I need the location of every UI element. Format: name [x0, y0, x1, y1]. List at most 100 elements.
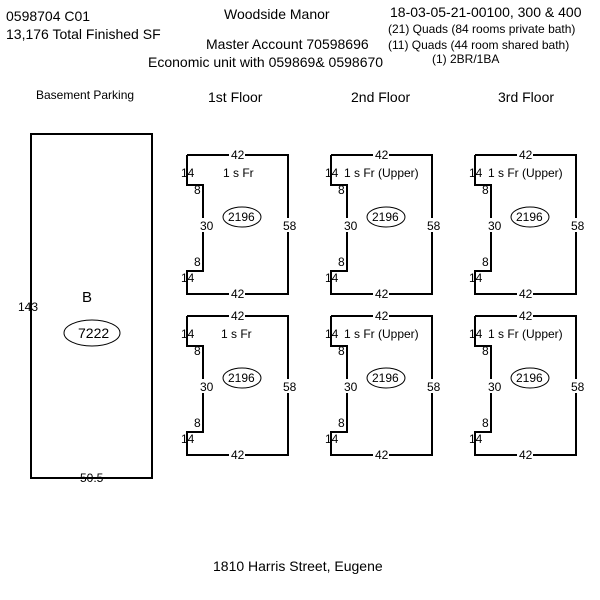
- floor1_bottom-notch-upper-dim: 8: [194, 344, 201, 358]
- floor2_bottom-top-dim: 42: [375, 309, 389, 323]
- floor3_top-top-dim-bg: [517, 149, 533, 161]
- floor1_top-notch-upper-dim: 8: [194, 183, 201, 197]
- floor3_top-area-ellipse: [510, 206, 550, 228]
- floor3_bottom-notch-upper-dim: 8: [482, 344, 489, 358]
- floor3_top-notch-upper-dim: 8: [482, 183, 489, 197]
- floor1_top-right-dim: 58: [283, 219, 297, 233]
- floor3_top-left-upper-dim: 14: [469, 166, 483, 180]
- floor1_bottom-outline: [186, 315, 289, 456]
- floor2_bottom-left-upper-dim: 14: [325, 327, 339, 341]
- floor2_top-class-label: 1 s Fr (Upper): [344, 166, 419, 180]
- floor2_top-notch-depth-dim: 30: [344, 219, 358, 233]
- note-quads-private: (21) Quads (84 rooms private bath): [388, 22, 576, 36]
- floor3_top-class-label: 1 s Fr (Upper): [488, 166, 563, 180]
- floor3_bottom-area: 2196: [516, 371, 543, 385]
- map-reference: 18-03-05-21-00100, 300 & 400: [390, 4, 582, 20]
- floor3_bottom-right-dim-bg: [570, 379, 586, 393]
- floor2_top-right-dim: 58: [427, 219, 441, 233]
- basement-outline: [30, 133, 153, 479]
- floor3_top-notch-depth-bg: [488, 218, 504, 232]
- floor3_bottom-left-upper-dim: 14: [469, 327, 483, 341]
- floor1_bottom-right-dim: 58: [283, 380, 297, 394]
- floor3_bottom-notch-lower-dim: 8: [482, 416, 489, 430]
- floor1_top-bottom-dim: 42: [231, 287, 245, 301]
- basement-width-dim: 50.5: [80, 471, 104, 485]
- floor1_bottom-notch-depth-bg: [200, 379, 216, 393]
- floor1_top-notch-lower-dim: 8: [194, 255, 201, 269]
- floor2_bottom-area-ellipse: [366, 367, 406, 389]
- floor1_top-notch-depth-bg: [200, 218, 216, 232]
- floor3_bottom-area-ellipse: [510, 367, 550, 389]
- floor1_top-area: 2196: [228, 210, 255, 224]
- floor2_bottom-left-lower-dim: 14: [325, 432, 339, 446]
- floor2_bottom-notch-lower-dim: 8: [338, 416, 345, 430]
- floor2_top-top-dim-bg: [373, 149, 389, 161]
- floor3_top-bottom-dim-bg: [517, 288, 533, 300]
- floor1_top-area-ellipse: [222, 206, 262, 228]
- floor3_top-outline: [474, 154, 577, 295]
- floor2_top-left-lower-dim: 14: [325, 271, 339, 285]
- floor2_top-top-dim: 42: [375, 148, 389, 162]
- floor1_top-bottom-dim-bg: [229, 288, 245, 300]
- column-basement-parking: Basement Parking: [36, 88, 135, 102]
- basement-height-dim: 143: [18, 300, 38, 314]
- basement-area-ellipse: [63, 319, 121, 347]
- floor1_bottom-bottom-dim-bg: [229, 449, 245, 461]
- floor2_bottom-notch-depth-dim: 30: [344, 380, 358, 394]
- floor3_bottom-bottom-dim-bg: [517, 449, 533, 461]
- floor2_bottom-bottom-dim: 42: [375, 448, 389, 462]
- floor3_top-notch-depth-dim: 30: [488, 219, 502, 233]
- floor3_bottom-notch-depth-dim: 30: [488, 380, 502, 394]
- floor3_bottom-notch-depth-bg: [488, 379, 504, 393]
- floor3_top-right-dim-bg: [570, 218, 586, 232]
- column-3rd-floor: 3rd Floor: [498, 89, 555, 105]
- floor1_top-top-dim-bg: [229, 149, 245, 161]
- column-2nd-floor: 2nd Floor: [351, 89, 411, 105]
- floor3_bottom-class-label: 1 s Fr (Upper): [488, 327, 563, 341]
- floor2_top-area-ellipse: [366, 206, 406, 228]
- floor2_bottom-top-dim-bg: [373, 310, 389, 322]
- total-finished-sf: 13,176 Total Finished SF: [6, 26, 161, 42]
- floor2_bottom-right-dim-bg: [426, 379, 442, 393]
- parcel-id: 0598704 C01: [6, 8, 91, 24]
- floor2_bottom-outline: [330, 315, 433, 456]
- note-quads-shared: (11) Quads (44 room shared bath): [388, 38, 570, 52]
- floor1_bottom-area-ellipse: [222, 367, 262, 389]
- basement-area: 7222: [78, 325, 109, 341]
- floor2_bottom-right-dim: 58: [427, 380, 441, 394]
- floor1_bottom-left-upper-dim: 14: [181, 327, 195, 341]
- floor3_bottom-left-lower-dim: 14: [469, 432, 483, 446]
- floor1_bottom-area: 2196: [228, 371, 255, 385]
- floor2_top-left-upper-dim: 14: [325, 166, 339, 180]
- floor2_bottom-bottom-dim-bg: [373, 449, 389, 461]
- floor3_top-top-dim: 42: [519, 148, 533, 162]
- floor2_bottom-notch-depth-bg: [344, 379, 360, 393]
- floor1_bottom-notch-lower-dim: 8: [194, 416, 201, 430]
- floor3_bottom-bottom-dim: 42: [519, 448, 533, 462]
- floor1_top-right-dim-bg: [282, 218, 298, 232]
- floor3_top-right-dim: 58: [571, 219, 585, 233]
- floor2_bottom-notch-upper-dim: 8: [338, 344, 345, 358]
- floor1_top-left-upper-dim: 14: [181, 166, 195, 180]
- floor1_bottom-class-label: 1 s Fr: [221, 327, 252, 341]
- floor1_bottom-notch-depth-dim: 30: [200, 380, 214, 394]
- floor2_top-outline: [330, 154, 433, 295]
- floor3_bottom-top-dim-bg: [517, 310, 533, 322]
- floor3_top-area: 2196: [516, 210, 543, 224]
- economic-unit: Economic unit with 059869& 0598670: [148, 54, 384, 70]
- floor2_top-bottom-dim-bg: [373, 288, 389, 300]
- floor3_top-notch-lower-dim: 8: [482, 255, 489, 269]
- floor2_top-notch-lower-dim: 8: [338, 255, 345, 269]
- floor1_top-outline: [186, 154, 289, 295]
- floor3_bottom-top-dim: 42: [519, 309, 533, 323]
- floor1_bottom-bottom-dim: 42: [231, 448, 245, 462]
- floor2_top-area: 2196: [372, 210, 399, 224]
- floor3_bottom-right-dim: 58: [571, 380, 585, 394]
- floor1_bottom-right-dim-bg: [282, 379, 298, 393]
- floor1_bottom-top-dim: 42: [231, 309, 245, 323]
- page-title: Woodside Manor: [224, 6, 330, 22]
- floor3_bottom-outline: [474, 315, 577, 456]
- floor2_bottom-area: 2196: [372, 371, 399, 385]
- note-2br: (1) 2BR/1BA: [432, 52, 500, 66]
